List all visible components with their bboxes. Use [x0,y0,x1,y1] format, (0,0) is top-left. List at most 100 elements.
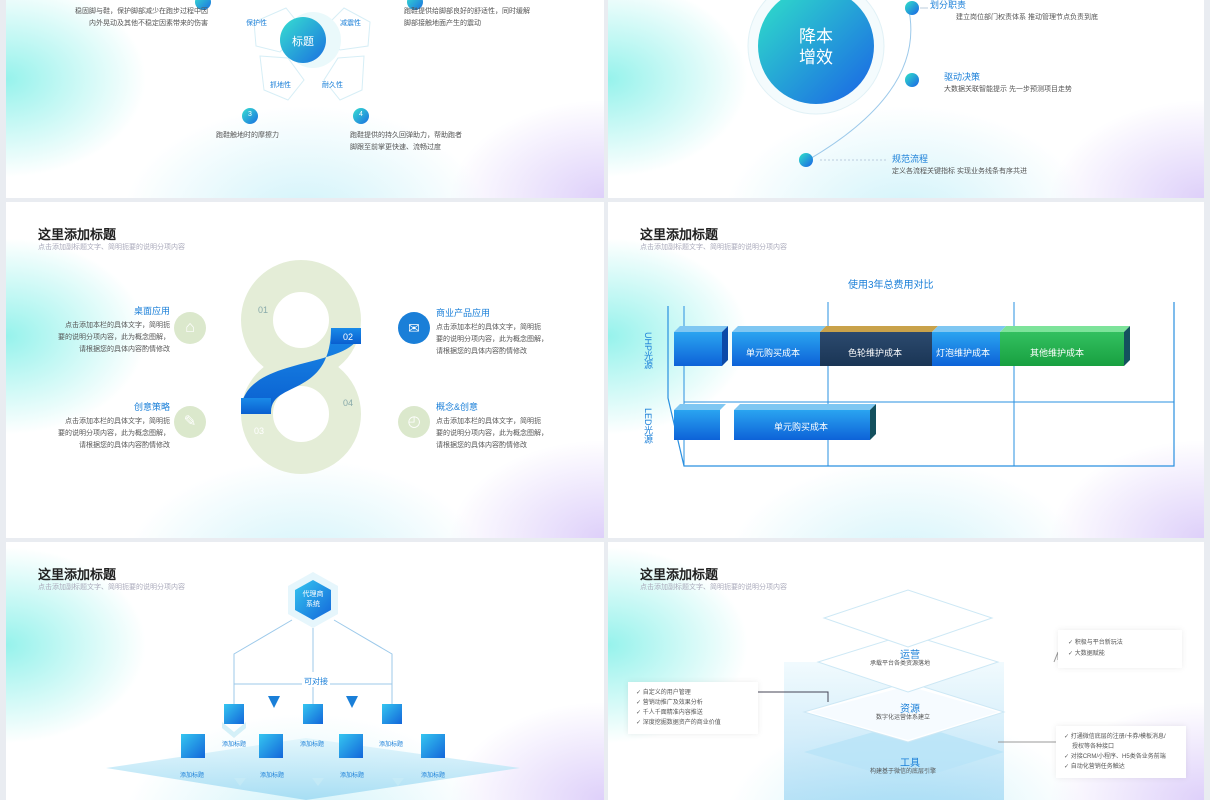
bar-label: 单元购买成本 [774,422,829,432]
list-item: ✓ 深度挖掘数据资产的商业价值 [636,720,721,726]
list-item: ✓ 积极与平台新玩法 [1068,640,1123,646]
item-title: 商业产品应用 [436,308,491,318]
layer-desc: 数字化运营体系建立 [876,715,931,721]
blue-band [241,328,361,412]
item-block: 概念&创意 点击添加本栏的具体文字，简明扼 要的说明分项内容，此为概念图解， 请… [436,400,576,452]
slide-subtitle: 点击添加副标题文字、简明扼要的说明分项内容 [640,584,787,591]
item-line: 请根据您的具体内容酌情修改 [79,442,170,449]
item-line: 点击添加本栏的具体文字，简明扼 [65,418,170,425]
badge-num: 3 [248,111,252,118]
item-line: 请根据您的具体内容酌情修改 [436,442,527,449]
node-title: 规范流程 [892,154,929,164]
slide-subtitle: 点击添加副标题文字、简明扼要的说明分项内容 [38,584,185,591]
petal-label: 保护性 [246,20,267,27]
node-label: 添加标题 [340,773,365,779]
node-desc: 大数据关联智能提示 先一步预测项目走势 [944,86,1072,93]
node-desc: 定义各流程关键指标 实现业务线条有序共进 [892,168,1027,175]
item-line: 要的说明分项内容，此为概念图解， [58,334,170,341]
layer-name: 资源 [900,704,920,715]
item-line: 点击添加本栏的具体文字，简明扼 [436,324,541,331]
left-list-box: ✓ 自定义的用户管理 ✓ 营销动推广及效果分析 ✓ 千人千面精准内容推送 ✓ 深… [628,682,758,734]
bar-3d-chart [667,302,1175,467]
row-label: UHP光源 [643,332,653,370]
item-line: 点击添加本栏的具体文字，简明扼 [65,322,170,329]
node-label: 添加标题 [300,742,325,748]
list-item: ✓ 对接CRM/小程序、H5类各业务前端 [1064,754,1166,760]
connector-label: 可对接 [302,676,330,687]
slide-subtitle: 点击添加副标题文字、简明扼要的说明分项内容 [38,244,185,251]
list-item: ✓ 营销动推广及效果分析 [636,700,703,706]
item-block: 桌面应用 点击添加本栏的具体文字，简明扼 要的说明分项内容，此为概念图解， 请根… [36,304,170,356]
item-desc: 跑鞋提供的持久回弹助力，帮助跑者脚跟至前掌更快速、流畅过度 [350,132,462,151]
row-label: LED光源 [643,408,653,444]
mail-icon: ✉ [398,312,430,344]
node-title: 驱动决策 [944,72,981,82]
node-title: 划分职责 [930,0,967,10]
slide-cost-compare[interactable]: 这里添加标题 点击添加副标题文字、简明扼要的说明分项内容 使用3年总费用对比 [608,202,1204,538]
list-item: ✓ 自定义的用户管理 [636,690,691,696]
item-desc: 跑鞋提供给脚部良好的舒适性，同时缓解脚部接触地面产生的震动 [404,8,530,27]
petal-diagram [195,0,423,124]
num-badge-1 [195,0,211,10]
bar-label: 色轮维护成本 [848,348,903,358]
seg-num: 02 [343,332,354,342]
item-title: 创意策略 [133,402,170,412]
slide-title: 这里添加标题 [38,227,117,242]
slide-petal-diagram[interactable]: 标题 保护性 减震性 抓地性 耐久性 3 4 稳固脚与鞋，保护脚部减少在跑步过程… [6,0,604,198]
slide-title: 这里添加标题 [640,227,719,242]
layer-desc: 构建基于微信的底层引擎 [870,769,937,775]
slide-agent-system[interactable]: 这里添加标题 点击添加副标题文字、简明扼要的说明分项内容 [6,542,604,800]
center-circle [280,17,326,63]
num-badge-4 [353,108,369,124]
item-line: 请根据您的具体内容酌情修改 [436,348,527,355]
slide-title: 这里添加标题 [38,567,117,582]
node-label: 添加标题 [222,742,247,748]
center-circle [758,0,874,104]
list-item: 授权等各种接口 [1072,744,1115,750]
item-line: 要的说明分项内容，此为概念图解， [58,430,170,437]
petal-label: 减震性 [340,20,361,27]
slide-title: 这里添加标题 [640,567,719,582]
item-line: 要的说明分项内容，此为概念图解， [436,430,548,437]
top-node-label: 代理商系统 [302,591,324,608]
item-line: 点击添加本栏的具体文字，简明扼 [436,418,541,425]
seg-num: 03 [254,426,265,436]
center-label: 降本增效 [799,27,833,67]
center-title: 标题 [292,36,314,48]
petal-label: 耐久性 [322,82,343,89]
slide-layers[interactable]: 这里添加标题 点击添加副标题文字、简明扼要的说明分项内容 运营 承载平台各类资源… [608,542,1204,800]
node-label: 添加标题 [260,773,285,779]
right-top-box: ✓ 积极与平台新玩法 ✓ 大数据赋能 [1058,630,1182,668]
node-label: 添加标题 [421,773,446,779]
num-badge-3 [242,108,258,124]
slide-cost-reduction[interactable]: 降本增效 划分职责 建立岗位部门权责体系 推动管理节点负责到底 驱动决策 大数据… [608,0,1204,198]
right-bottom-box: ✓ 打通微信底层的注册/卡券/模板消息/ 授权等各种接口 ✓ 对接CRM/小程序… [1056,726,1186,778]
petal-shape [323,55,365,101]
clock-icon: ◴ [398,406,430,438]
item-line: 请根据您的具体内容酌情修改 [79,346,170,353]
layer-name: 工具 [900,758,920,769]
node-dot [905,73,919,87]
wrench-icon: ✎ [174,406,206,438]
seg-num: 04 [343,398,354,408]
item-block: 商业产品应用 点击添加本栏的具体文字，简明扼 要的说明分项内容，此为概念图解， … [436,306,576,358]
item-title: 概念&创意 [436,402,479,412]
hierarchy-diagram [106,572,520,800]
list-item: ✓ 大数据赋能 [1068,651,1105,657]
num-badge-2 [407,0,423,10]
slide-infinity[interactable]: 这里添加标题 点击添加副标题文字、简明扼要的说明分项内容 01 02 03 04… [6,202,604,538]
item-block: 创意策略 点击添加本栏的具体文字，简明扼 要的说明分项内容，此为概念图解， 请根… [36,400,170,452]
node-dot [799,153,813,167]
layer-stack [758,589,1059,800]
item-desc: 跑鞋触地时的摩擦力 [216,132,279,139]
layer-name: 运营 [900,650,920,661]
arc-diagram [747,0,928,167]
bar-label: 灯泡维护成本 [936,348,991,358]
item-desc: 稳固脚与鞋，保护脚部减少在跑步过程中因内外晃动及其他不稳定因素带来的伤害 [75,8,208,27]
bar-label: 单元购买成本 [746,348,801,358]
item-line: 要的说明分项内容，此为概念图解， [436,336,548,343]
list-item: ✓ 千人千面精准内容推送 [636,710,703,716]
node-label: 添加标题 [379,742,404,748]
eight-diagram [241,260,361,474]
chart-title: 使用3年总费用对比 [848,280,934,291]
